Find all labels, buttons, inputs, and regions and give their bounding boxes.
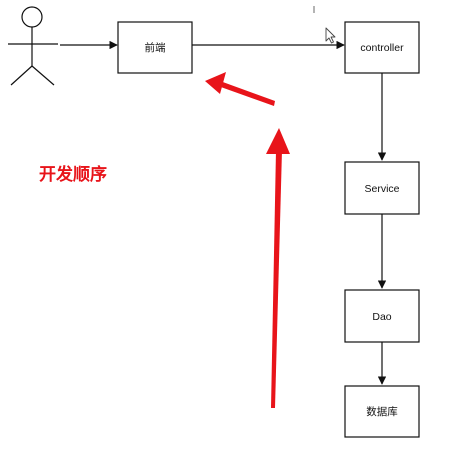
- actor-icon: [8, 6, 58, 86]
- red-arrow-diagonal-head: [205, 72, 226, 94]
- database-label: 数据库: [366, 405, 398, 418]
- service-node[interactable]: Service: [344, 161, 420, 215]
- database-node[interactable]: 数据库: [344, 385, 420, 438]
- dao-label: Dao: [372, 311, 391, 323]
- red-arrow-vertical-head: [266, 128, 290, 154]
- frontend-label: 前端: [145, 41, 166, 54]
- red-arrow-vertical: [271, 150, 282, 408]
- red-arrow-diagonal: [218, 81, 275, 106]
- annotation-text: 开发顺序: [39, 164, 107, 185]
- dao-node[interactable]: Dao: [344, 289, 420, 343]
- controller-label: controller: [360, 42, 404, 54]
- mouse-cursor-icon: [325, 27, 336, 44]
- service-label: Service: [364, 183, 399, 195]
- controller-node[interactable]: controller: [344, 21, 420, 74]
- frontend-node[interactable]: 前端: [117, 21, 193, 74]
